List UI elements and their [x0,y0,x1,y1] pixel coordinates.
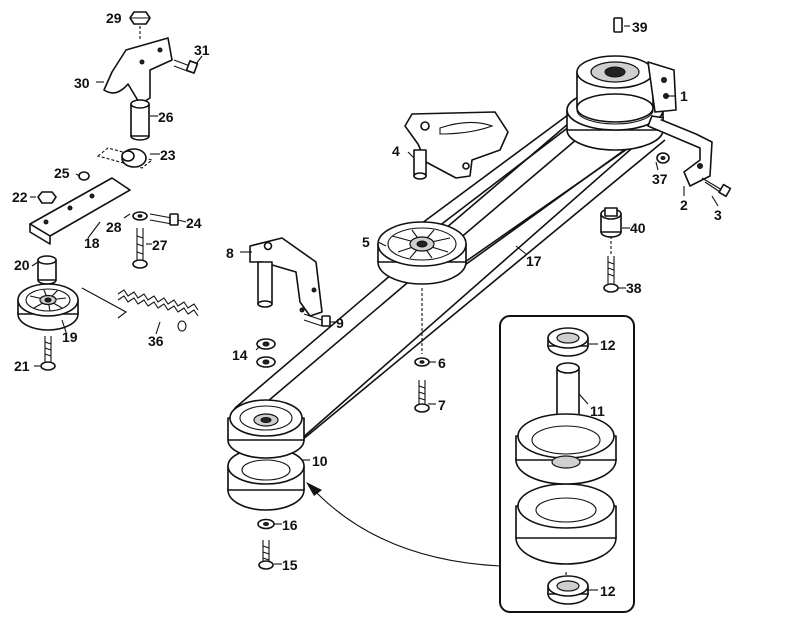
bracket-8 [249,237,323,317]
key-39 [613,17,630,33]
nut-22 [37,191,57,204]
callout-12-bottom: 12 [600,583,616,599]
callout-12-top: 12 [600,337,616,353]
callout-17: 17 [526,253,542,269]
callout-23: 23 [160,147,176,163]
callout-21: 21 [14,358,30,374]
callout-25: 25 [54,165,70,181]
bolt-38 [603,236,619,293]
bolt-31 [173,59,199,74]
detail-arrow [306,482,501,567]
idler-pulley-19 [17,283,79,331]
callout-8: 8 [226,245,234,261]
callout-24: 24 [186,215,202,231]
bolt-27 [132,228,148,269]
callout-30: 30 [74,75,90,91]
callout-40: 40 [630,220,646,236]
idler-pulley-5 [377,221,467,285]
washer-16 [257,518,275,530]
leader-lines [30,17,719,591]
callout-36: 36 [148,333,164,349]
washer-6 [414,288,430,367]
callout-15: 15 [282,557,298,573]
callout-29: 29 [106,10,122,26]
callout-1: 1 [680,88,688,104]
bushing-23 [96,147,154,169]
callout-5: 5 [362,234,370,250]
callout-4: 4 [392,143,400,159]
callout-22: 22 [12,189,28,205]
callout-14: 14 [232,347,248,363]
spacer-26 [130,99,150,141]
bracket-2 [647,115,713,187]
bolt-21 [40,336,56,371]
callout-7: 7 [438,397,446,413]
callout-3: 3 [714,207,722,223]
bolt-7 [414,380,430,413]
spacer-40 [600,207,622,238]
plate-18 [29,177,131,245]
callout-11: 11 [590,403,605,419]
callout-labels: 1 2 3 4 5 6 7 8 9 10 11 12 12 14 15 16 1… [12,10,722,599]
nut-29 [129,11,151,40]
callout-19: 19 [62,329,78,345]
callout-18: 18 [84,235,100,251]
callout-37: 37 [652,171,668,187]
callout-31: 31 [194,42,210,58]
callout-16: 16 [282,517,298,533]
callout-28: 28 [106,219,122,235]
callout-20: 20 [14,257,30,273]
callout-6: 6 [438,355,446,371]
callout-39: 39 [632,19,648,35]
callout-38: 38 [626,280,642,296]
bolt-3 [701,177,732,198]
bolt-15 [258,540,274,570]
nut-37 [656,152,670,164]
double-pulley-10 [227,399,305,511]
bushing-14 [256,338,276,368]
bolt-9 [303,313,331,327]
callout-10: 10 [312,453,328,469]
callout-2: 2 [680,197,688,213]
bolt-24 [149,213,179,226]
callout-26: 26 [158,109,174,125]
detail-inset [499,315,635,613]
spacer-20 [37,255,57,285]
washer-25 [78,171,90,181]
drive-pulley-clutch [566,55,677,151]
callout-27: 27 [152,237,168,253]
callout-9: 9 [336,315,344,331]
spring-36 [81,287,199,332]
bracket-30 [103,37,173,105]
idler-arm-4 [404,111,509,180]
washer-28 [132,211,148,221]
